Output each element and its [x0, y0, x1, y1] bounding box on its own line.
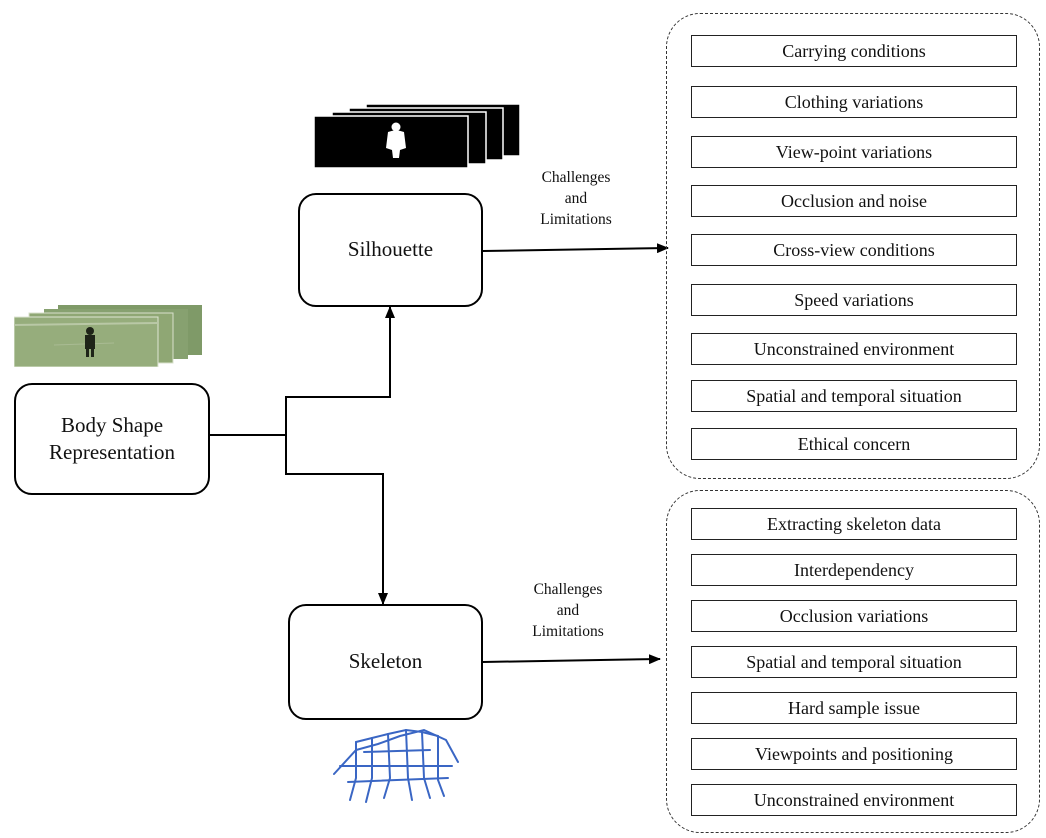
- challenge-item: Occlusion variations: [691, 600, 1017, 632]
- skeleton-node: Skeleton: [288, 604, 483, 720]
- root-to-skeleton-arrow: [285, 435, 388, 605]
- challenge-item: Unconstrained environment: [691, 784, 1017, 816]
- challenge-item: Clothing variations: [691, 86, 1017, 118]
- challenge-item: Carrying conditions: [691, 35, 1017, 67]
- silhouette-label: Silhouette: [347, 237, 434, 262]
- challenge-item: View-point variations: [691, 136, 1017, 168]
- challenge-item: Spatial and temporal situation: [691, 380, 1017, 412]
- challenge-item: Occlusion and noise: [691, 185, 1017, 217]
- skeleton-label: Skeleton: [348, 649, 423, 674]
- challenge-item: Hard sample issue: [691, 692, 1017, 724]
- challenge-item: Interdependency: [691, 554, 1017, 586]
- body-shape-representation-label: Body Shape Representation: [49, 412, 175, 464]
- skeleton-challenges-group: Extracting skeleton data Interdependency…: [666, 490, 1040, 833]
- skeleton-challenges-label: Challenges and Limitations: [532, 581, 604, 640]
- challenge-item: Ethical concern: [691, 428, 1017, 460]
- challenge-item: Spatial and temporal situation: [691, 646, 1017, 678]
- challenge-item: Unconstrained environment: [691, 333, 1017, 365]
- skeleton-figures-image: [333, 728, 459, 803]
- silhouette-frames-image: [314, 104, 520, 168]
- silhouette-node: Silhouette: [298, 193, 483, 307]
- root-to-silhouette-arrow: [210, 306, 395, 436]
- silhouette-challenges-group: Carrying conditions Clothing variations …: [666, 13, 1040, 479]
- challenge-item: Cross-view conditions: [691, 234, 1017, 266]
- silhouette-challenges-label: Challenges and Limitations: [540, 169, 612, 228]
- challenge-item: Viewpoints and positioning: [691, 738, 1017, 770]
- body-shape-representation-node: Body Shape Representation: [14, 383, 210, 495]
- video-frames-image: [14, 305, 202, 367]
- challenge-item: Speed variations: [691, 284, 1017, 316]
- challenge-item: Extracting skeleton data: [691, 508, 1017, 540]
- skeleton-to-challenges-arrow: [482, 654, 661, 665]
- silhouette-to-challenges-arrow: [482, 243, 669, 254]
